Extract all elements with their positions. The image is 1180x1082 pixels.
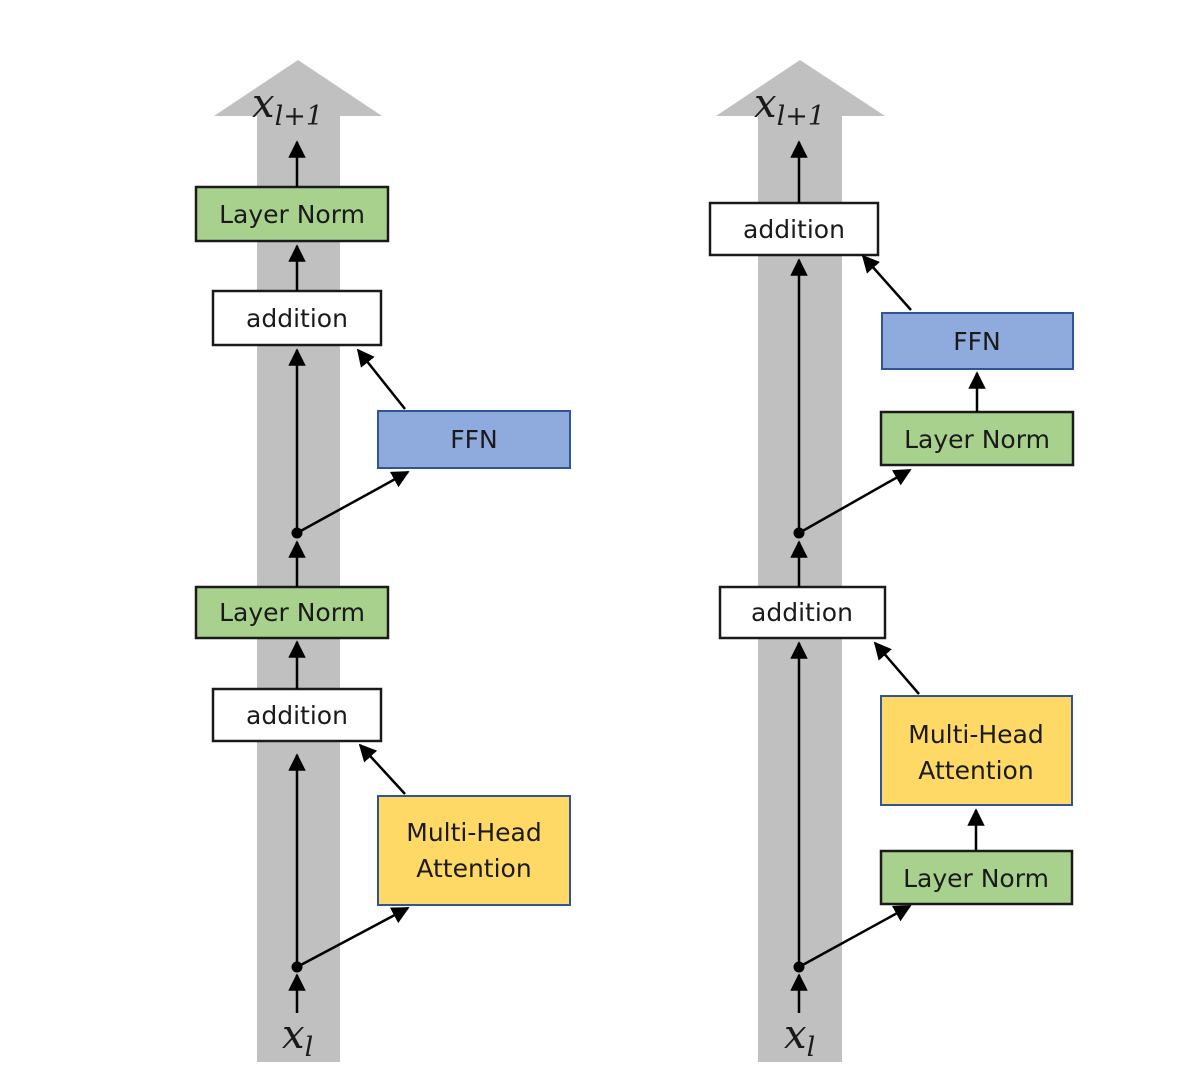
post-ln-diagram: xl+1 xl Layer Norm addition FFN Layer No… bbox=[194, 60, 571, 1063]
arrow-ffn-to-addition bbox=[356, 348, 406, 410]
ffn-box: FFN bbox=[881, 312, 1074, 370]
residual-stream-band bbox=[716, 60, 885, 1062]
output-label: xl+1 bbox=[754, 81, 825, 132]
svg-text:addition: addition bbox=[743, 215, 845, 244]
svg-text:Multi-Head: Multi-Head bbox=[406, 818, 542, 847]
arrow-ffn-to-addition bbox=[861, 254, 912, 311]
arrow-attention-to-addition bbox=[358, 743, 406, 795]
svg-text:addition: addition bbox=[751, 598, 853, 627]
addition-box-bottom: addition bbox=[211, 687, 383, 743]
svg-text:Layer Norm: Layer Norm bbox=[904, 425, 1050, 454]
svg-text:Attention: Attention bbox=[416, 854, 531, 883]
svg-text:FFN: FFN bbox=[450, 425, 497, 454]
layer-norm-box-attention: Layer Norm bbox=[879, 849, 1074, 906]
svg-text:FFN: FFN bbox=[953, 327, 1000, 356]
arrow-junction-to-layernorm bbox=[798, 904, 912, 969]
svg-text:addition: addition bbox=[246, 701, 348, 730]
multi-head-attention-box: Multi-Head Attention bbox=[880, 695, 1073, 806]
addition-box-middle: addition bbox=[718, 585, 887, 640]
svg-text:Layer Norm: Layer Norm bbox=[903, 864, 1049, 893]
svg-text:Attention: Attention bbox=[918, 756, 1033, 785]
arrow-junction-to-attention bbox=[296, 906, 410, 969]
addition-box-top: addition bbox=[708, 201, 880, 257]
svg-text:addition: addition bbox=[246, 304, 348, 333]
svg-text:Layer Norm: Layer Norm bbox=[219, 200, 365, 229]
pre-ln-diagram: xl+1 xl addition FFN Layer Norm addition… bbox=[708, 60, 1075, 1063]
ffn-box: FFN bbox=[377, 410, 571, 469]
layer-norm-box-middle: Layer Norm bbox=[194, 585, 390, 640]
input-label: xl bbox=[282, 1012, 313, 1063]
output-label: xl+1 bbox=[252, 81, 323, 132]
svg-text:Layer Norm: Layer Norm bbox=[219, 598, 365, 627]
arrow-junction-to-layernorm-ffn bbox=[798, 468, 912, 535]
arrow-junction-to-ffn bbox=[296, 470, 410, 535]
layer-norm-box-top: Layer Norm bbox=[194, 185, 390, 243]
multi-head-attention-box: Multi-Head Attention bbox=[377, 795, 571, 906]
input-label: xl bbox=[784, 1012, 815, 1063]
svg-text:Multi-Head: Multi-Head bbox=[908, 720, 1044, 749]
layer-norm-box-ffn: Layer Norm bbox=[879, 410, 1075, 467]
arrow-attention-to-addition bbox=[873, 641, 920, 695]
addition-box-top: addition bbox=[211, 289, 383, 347]
